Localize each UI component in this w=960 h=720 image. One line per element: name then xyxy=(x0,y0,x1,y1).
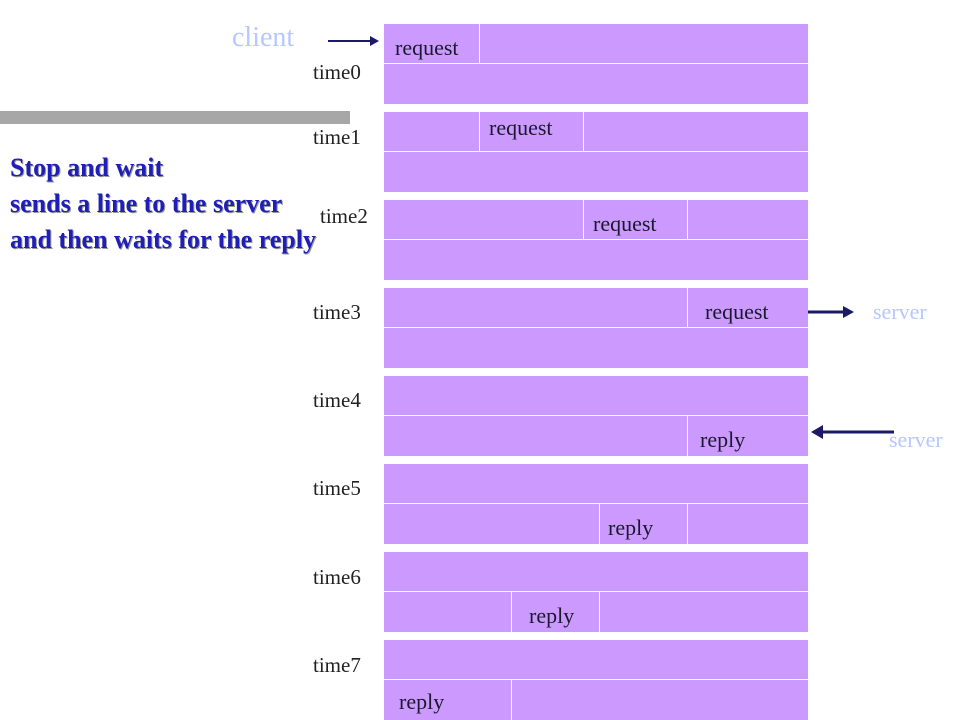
message-label: reply xyxy=(399,689,445,714)
buffer-slot xyxy=(583,111,809,153)
buffer-row: request xyxy=(383,287,809,369)
buffer-slot xyxy=(383,639,809,681)
to-server-arrow-icon xyxy=(808,306,854,318)
time-label: time0 xyxy=(313,60,361,84)
time-label: time7 xyxy=(313,653,361,677)
accent-bar xyxy=(0,111,350,124)
buffer-slot xyxy=(511,679,809,720)
buffer-slot xyxy=(383,679,513,720)
buffer-slot xyxy=(583,199,689,241)
buffer-row: request xyxy=(383,111,809,193)
server-label: server xyxy=(889,427,943,452)
message-label: reply xyxy=(529,603,575,628)
description-line-1: Stop and wait xyxy=(10,153,164,182)
message-label: reply xyxy=(608,515,654,540)
buffer-slot xyxy=(383,503,601,545)
time-label: time1 xyxy=(313,125,361,149)
description: Stop and wait sends a line to the server… xyxy=(10,150,316,258)
buffer-slot xyxy=(599,591,809,633)
from-server-arrow-icon xyxy=(811,425,894,439)
buffer-slot xyxy=(383,375,809,417)
buffer-slot xyxy=(599,503,689,545)
buffer-slot xyxy=(383,239,809,281)
buffer-slot xyxy=(383,151,809,193)
buffer-slot xyxy=(383,551,809,593)
server-label: server xyxy=(873,299,927,324)
buffer-slot xyxy=(687,199,809,241)
buffer-slot xyxy=(479,111,585,153)
buffer-slot xyxy=(687,287,809,329)
buffer-slot xyxy=(479,23,809,65)
buffer-slot xyxy=(511,591,601,633)
time-label: time2 xyxy=(320,204,368,228)
buffer-row: request xyxy=(383,199,809,281)
buffer-slot xyxy=(383,63,809,105)
buffer-slot xyxy=(383,199,585,241)
buffer-slot xyxy=(383,327,809,369)
buffer-row: reply xyxy=(383,375,809,457)
buffer-row: request xyxy=(383,23,809,105)
buffer-row: reply xyxy=(383,463,809,545)
time-label: time4 xyxy=(313,388,361,412)
buffer-slot xyxy=(383,23,481,65)
description-line-2: sends a line to the server xyxy=(10,189,283,218)
message-label: request xyxy=(489,115,553,140)
buffer-slot xyxy=(687,415,809,457)
message-label: request xyxy=(593,211,657,236)
buffer-slot xyxy=(383,591,513,633)
client-arrow-icon xyxy=(328,36,379,46)
buffer-slot xyxy=(383,111,481,153)
time-label: time6 xyxy=(313,565,361,589)
message-label: request xyxy=(705,299,769,324)
buffer-slot xyxy=(687,503,809,545)
buffer-slot xyxy=(383,287,689,329)
buffer-slot xyxy=(383,415,689,457)
client-label: client xyxy=(232,22,295,53)
time-label: time5 xyxy=(313,476,361,500)
message-label: reply xyxy=(700,427,746,452)
buffer-row: reply xyxy=(383,551,809,633)
description-line-3: and then waits for the reply xyxy=(10,225,316,254)
message-label: request xyxy=(395,35,459,60)
buffer-row: reply xyxy=(383,639,809,720)
time-label: time3 xyxy=(313,300,361,324)
buffer-slot xyxy=(383,463,809,505)
